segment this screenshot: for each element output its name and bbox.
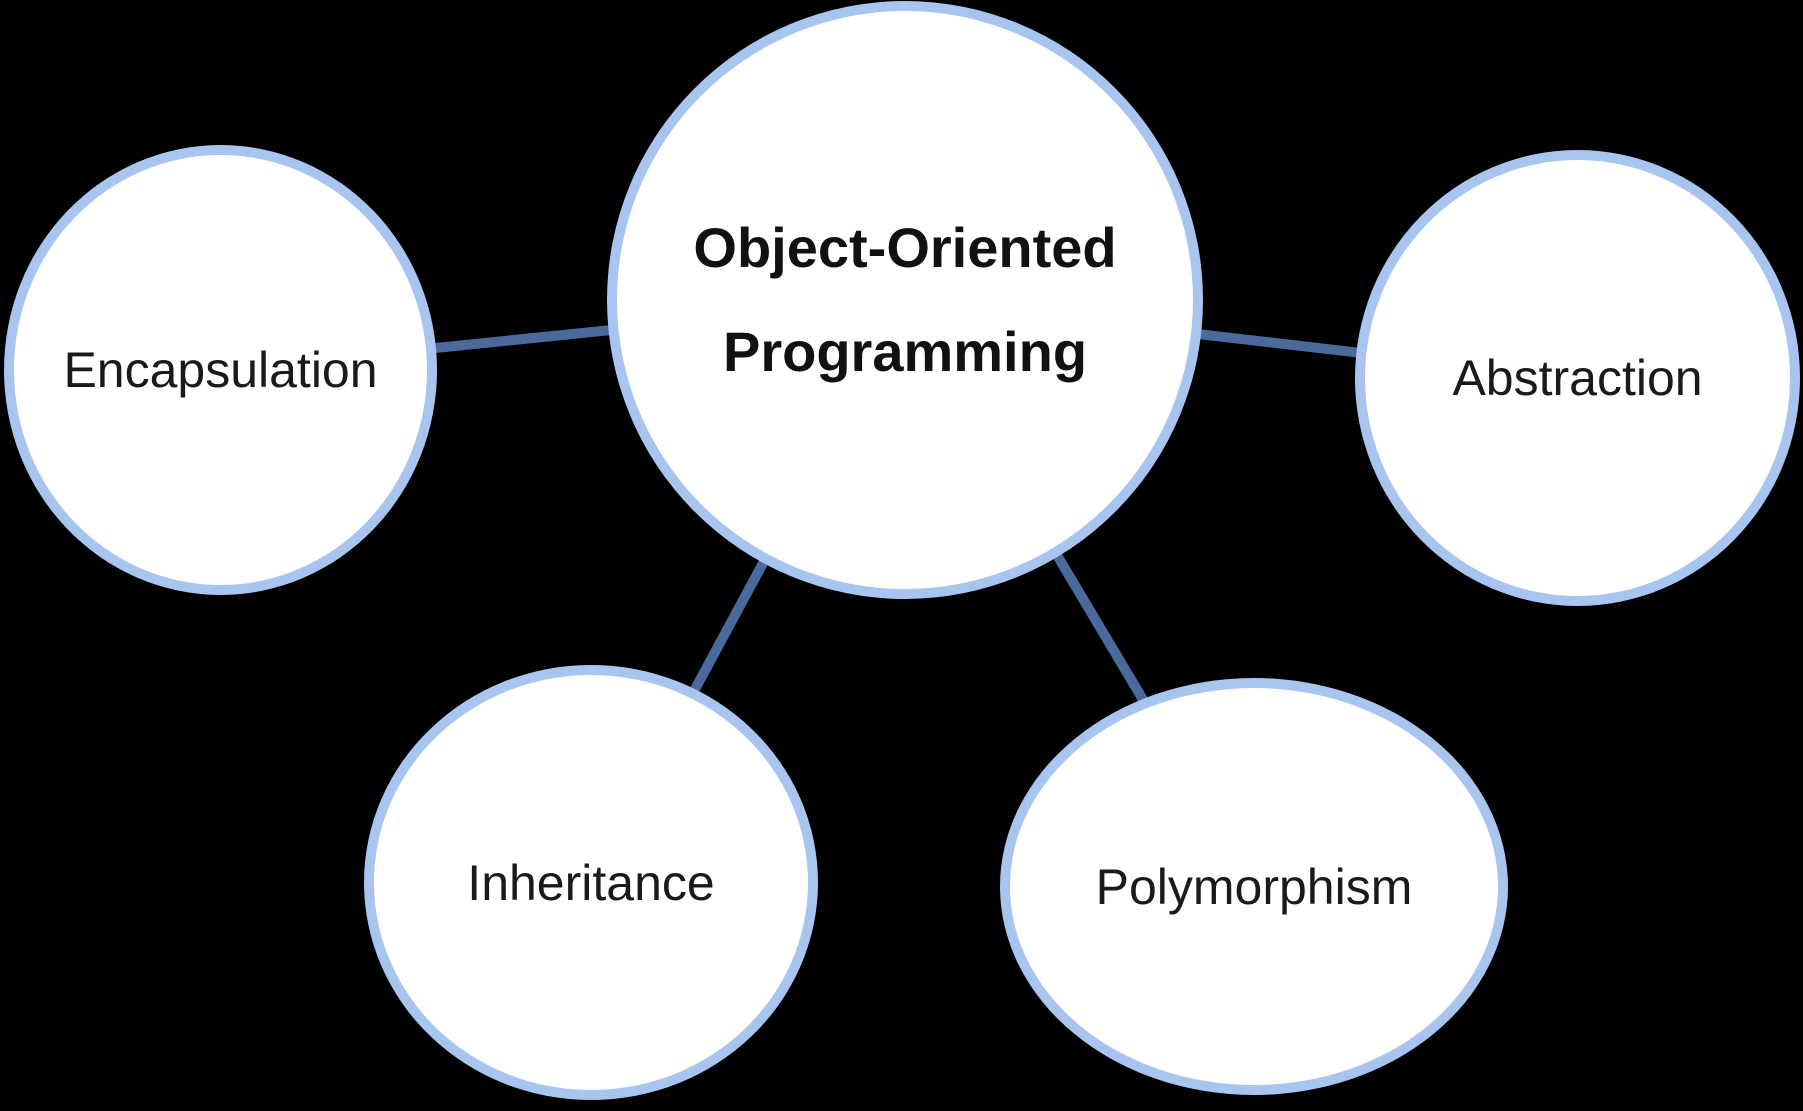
node-encapsulation-label: Encapsulation xyxy=(63,342,378,398)
node-oop: Object-Oriented Programming xyxy=(607,1,1203,599)
node-oop-label-line1: Object-Oriented xyxy=(693,216,1117,279)
node-inheritance-label: Inheritance xyxy=(467,854,715,911)
node-inheritance: Inheritance xyxy=(364,665,818,1100)
node-abstraction: Abstraction xyxy=(1355,150,1800,606)
node-polymorphism: Polymorphism xyxy=(1000,678,1508,1095)
node-oop-label-line2: Programming xyxy=(722,320,1088,383)
node-abstraction-label: Abstraction xyxy=(1452,350,1703,406)
node-polymorphism-label: Polymorphism xyxy=(1095,858,1413,915)
node-encapsulation: Encapsulation xyxy=(4,145,437,595)
